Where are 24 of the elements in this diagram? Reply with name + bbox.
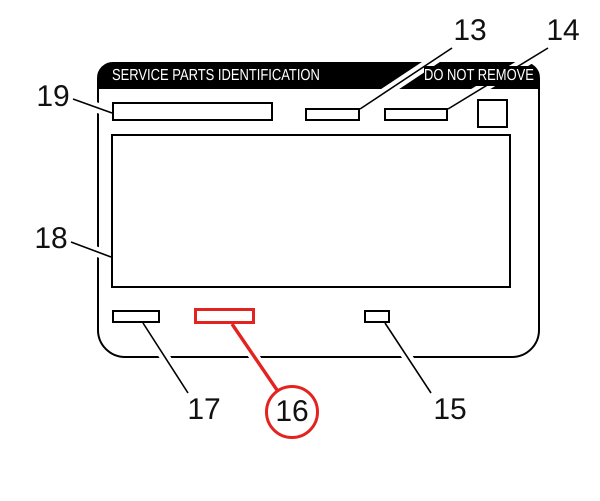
callout-number: 14 [542,14,584,48]
callout-number: 13 [449,14,491,48]
leader-line [384,322,432,394]
content-area [111,134,511,288]
leader-line [70,241,112,258]
heading-text: SERVICE PARTS IDENTIFICATION [112,66,320,86]
parts-label [97,62,540,358]
warning-text: DO NOT REMOVE [424,66,534,86]
leader-line [360,47,452,110]
blank-field [384,108,448,121]
leader-line [230,323,278,391]
leader-line [142,322,189,394]
callout-number: 18 [31,222,71,256]
callout-number: 17 [184,393,224,427]
callout-number: 15 [430,393,470,427]
square-field [477,99,508,128]
blank-field [364,310,390,323]
leader-line [72,98,112,114]
callout-number: 19 [33,80,73,114]
blank-field [194,308,255,324]
blank-field [112,310,160,323]
blank-field [305,108,360,121]
blank-field [112,102,273,121]
circled-callout-number: 16 [265,385,319,439]
